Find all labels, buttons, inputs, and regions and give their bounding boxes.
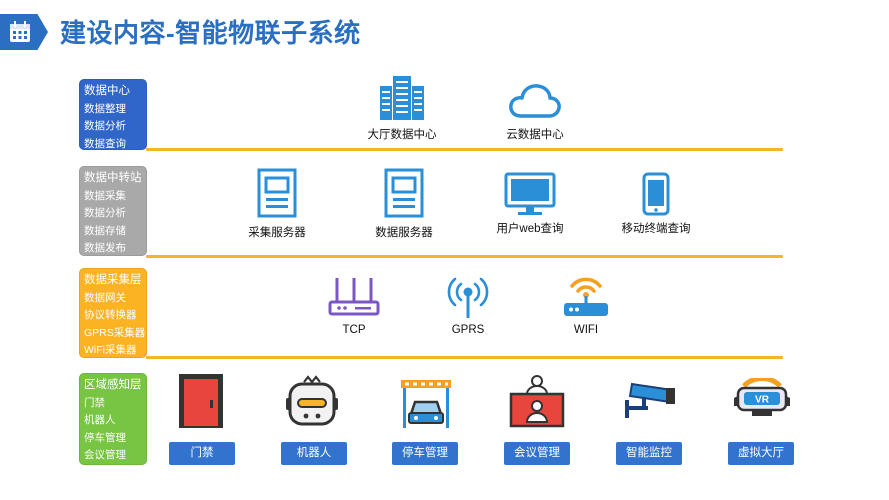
device-label-parking: 停车管理 (392, 442, 458, 465)
cctv-camera-icon (625, 382, 675, 418)
layer-title: 数据采集层 (84, 274, 142, 286)
node-data-server: 数据服务器 (369, 168, 439, 240)
node-label: TCP (342, 324, 366, 336)
node-mobile-query: 移动终端查询 (614, 172, 698, 236)
vr-text: VR (755, 395, 770, 406)
layer-item: 停车管理 (84, 431, 126, 444)
layer-divider (146, 255, 783, 258)
node-collection-server: 采集服务器 (242, 168, 312, 240)
layer-item: GPRS采集器 (84, 326, 146, 339)
layer-item: 数据存储 (84, 224, 126, 237)
layer-item: 协议转换器 (84, 309, 137, 322)
server-rack-icon (380, 76, 424, 120)
node-web-query: 用户web查询 (490, 172, 570, 236)
device-label-robot: 机器人 (281, 442, 347, 465)
device-meeting (509, 374, 565, 435)
device-cctv (622, 380, 678, 425)
layer-item: 数据分析 (84, 120, 126, 133)
layer-divider (146, 148, 783, 151)
meeting-icon (509, 375, 565, 428)
device-label-vr: 虚拟大厅 (728, 442, 794, 465)
layer-title: 数据中转站 (84, 172, 142, 184)
parking-icon (401, 380, 451, 428)
document-server-icon (384, 168, 424, 218)
layer-item: 数据网关 (84, 291, 126, 304)
node-wifi: WIFI (560, 268, 612, 336)
device-vr: VR (734, 376, 790, 427)
node-label: 云数据中心 (506, 129, 564, 141)
layer-item: 门禁 (84, 396, 105, 409)
layer-divider (146, 356, 783, 359)
node-hall-datacenter: 大厅数据中心 (362, 74, 442, 142)
node-gprs: GPRS (443, 274, 493, 336)
calendar-icon (10, 21, 30, 42)
layer-title: 数据中心 (84, 85, 130, 97)
door-icon (179, 374, 223, 428)
layer-title: 区域感知层 (84, 379, 142, 391)
vr-headset-icon: VR (734, 376, 790, 416)
node-label: 移动终端查询 (621, 223, 691, 235)
node-label: WIFI (573, 324, 599, 336)
node-label: 用户web查询 (496, 223, 564, 235)
layer-box-transfer: 数据中转站 数据采集 数据分析 数据存储 数据发布 (79, 166, 147, 256)
router-icon (328, 278, 380, 316)
layer-box-collection: 数据采集层 数据网关 协议转换器 GPRS采集器 WiFi采集器 (79, 268, 147, 358)
device-label-meeting: 会议管理 (504, 442, 570, 465)
node-label: 大厅数据中心 (367, 129, 437, 141)
layer-item: WiFi采集器 (84, 344, 137, 357)
antenna-icon (447, 277, 489, 318)
layer-box-perception: 区域感知层 门禁 机器人 停车管理 会议管理 (79, 373, 147, 465)
layer-item: 数据整理 (84, 102, 126, 115)
node-label: GPRS (451, 324, 485, 336)
node-tcp: TCP (326, 274, 382, 336)
robot-icon (286, 375, 338, 426)
node-label: 数据服务器 (375, 227, 433, 239)
device-label-cctv: 智能监控 (616, 442, 682, 465)
device-door (177, 372, 225, 437)
wifi-router-icon (564, 277, 608, 316)
device-parking (399, 378, 453, 435)
monitor-icon (504, 172, 556, 215)
device-robot (284, 374, 340, 435)
document-server-icon (257, 168, 297, 218)
layer-item: 数据发布 (84, 242, 126, 255)
cloud-icon (509, 84, 561, 118)
page-title: 建设内容-智能物联子系统 (60, 18, 361, 48)
node-label: 采集服务器 (248, 227, 306, 239)
layer-item: 数据采集 (84, 189, 126, 202)
layer-item: 数据分析 (84, 207, 126, 220)
layer-box-datacenter: 数据中心 数据整理 数据分析 数据查询 (79, 79, 147, 150)
layer-item: 会议管理 (84, 449, 126, 462)
mobile-phone-icon (642, 172, 670, 216)
title-tab (0, 14, 48, 50)
device-label-door: 门禁 (169, 442, 235, 465)
layer-item: 机器人 (84, 414, 116, 427)
layer-item: 数据查询 (84, 137, 126, 150)
node-cloud-datacenter: 云数据中心 (497, 80, 573, 142)
